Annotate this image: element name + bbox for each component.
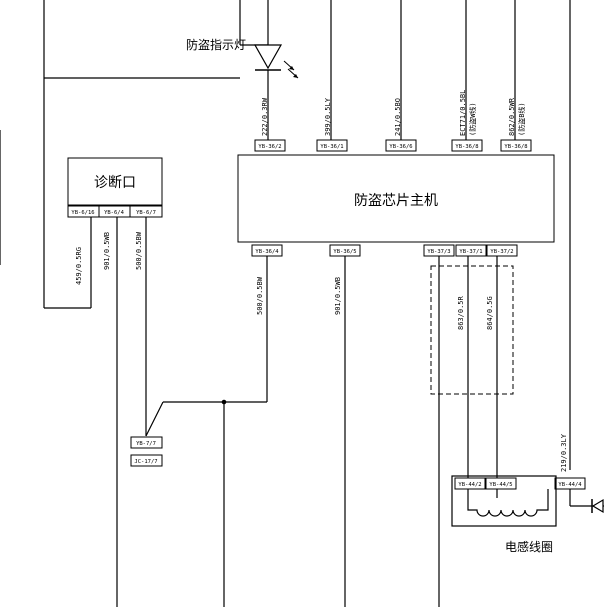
- pin-label: YB-36/8: [504, 144, 527, 150]
- pin-box: [486, 244, 518, 257]
- pin-box: [130, 436, 163, 449]
- diag-pins: YB-6/16 YB-6/4 YB-6/7: [67, 205, 163, 218]
- pin-label: YB-37/2: [490, 249, 513, 255]
- wire-label: 241/0.5BO: [394, 98, 402, 136]
- pin-box: [385, 139, 417, 152]
- shield-box: [430, 265, 514, 395]
- pin-box: [485, 477, 517, 490]
- main-unit-label: 防盗芯片主机: [354, 193, 438, 209]
- coil-frame: [451, 475, 557, 527]
- pin-box: [455, 244, 487, 257]
- pin-label: YB-6/7: [136, 210, 156, 216]
- wire-label: 399/0.5LY: [324, 97, 332, 136]
- splice-connector: YB-7/7 JC-17/7: [130, 436, 163, 467]
- pin-label: YB-37/1: [459, 249, 482, 255]
- wire-label: 500/0.5BW: [256, 276, 264, 315]
- coil-pins: YB-44/2 YB-44/5 YB-44/4: [454, 477, 586, 490]
- pin-label: YB-44/5: [489, 482, 512, 488]
- coil-winding-icon: [467, 489, 549, 517]
- pin-box: [254, 139, 286, 152]
- diode-icon: [591, 498, 604, 514]
- pin-box: [316, 139, 348, 152]
- wire-label: 500/0.5BW: [135, 231, 143, 270]
- wire-note: (防盗W线): [468, 102, 477, 136]
- pin-box: [500, 139, 532, 152]
- wire-label: 864/0.5G: [486, 296, 494, 330]
- wire-note: (防盗B线): [517, 102, 526, 136]
- main-unit-box: [237, 154, 555, 243]
- pin-label: YB-36/8: [455, 144, 478, 150]
- pin-label: YB-36/2: [258, 144, 281, 150]
- pin-label: YB-36/1: [320, 144, 343, 150]
- pin-label: YB-36/6: [389, 144, 412, 150]
- pin-label: YB-44/4: [558, 482, 582, 488]
- pin-label: YB-6/16: [71, 210, 94, 216]
- wire-label: 459/0.5RG: [75, 247, 83, 285]
- bottom-pins: YB-36/4 YB-36/5 YB-37/3 YB-37/1 YB-37/2: [251, 244, 518, 257]
- wire-label: 222/0.3RW: [261, 97, 269, 136]
- junction-wire-diag: [145, 401, 164, 437]
- pin-label: YB-36/4: [255, 249, 279, 255]
- wire-label: 901/0.5WB: [334, 277, 342, 315]
- wire-label: 862/0.5WR: [508, 97, 516, 136]
- pin-box: [130, 454, 163, 467]
- indicator-label: 防盗指示灯: [186, 37, 246, 52]
- pin-label: YB-6/4: [104, 210, 125, 216]
- pin-label: YB-37/3: [427, 249, 450, 255]
- pin-label: YB-7/7: [136, 441, 156, 447]
- pin-label: YB-44/2: [458, 482, 481, 488]
- wire-label: ECT71/0.5BL: [459, 90, 467, 136]
- pin-box: [451, 139, 483, 152]
- pin-label: YB-36/5: [333, 249, 356, 255]
- diag-port-label: 诊断口: [94, 175, 136, 191]
- diag-port-box: [67, 157, 163, 206]
- top-pins: YB-36/2 YB-36/1 YB-36/6 YB-36/8 YB-36/8: [254, 139, 532, 152]
- diode-icon: [253, 44, 299, 79]
- pin-label: JC-17/7: [134, 459, 157, 465]
- coil-label: 电感线圈: [505, 539, 553, 554]
- wire-label: 863/0.5R: [457, 295, 465, 330]
- wire-label: 901/0.5WB: [103, 232, 111, 270]
- pin-box: [454, 477, 486, 490]
- wire-label: 219/0.3LY: [560, 433, 568, 472]
